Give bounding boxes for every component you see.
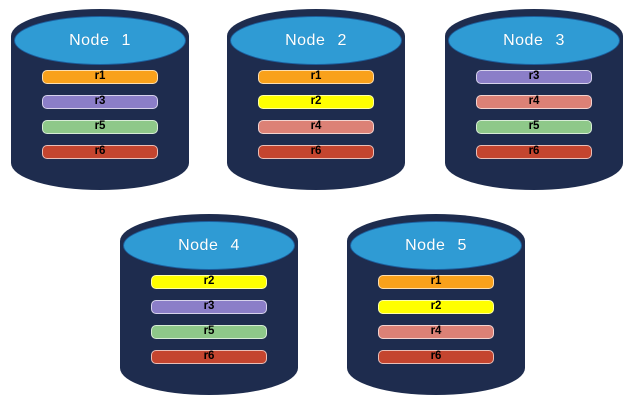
partition-list: r1 r3 r5 r6 [42,70,158,159]
partition-bar: r3 [151,300,267,314]
partition-label: r4 [528,95,540,108]
partition-bar: r2 [378,300,494,314]
partition-label: r2 [430,300,442,313]
partition-label: r2 [203,275,215,288]
partition-bar: r5 [476,120,592,134]
node-title: Node 4 [178,236,240,254]
cylinder-top: Node 1 [14,16,186,65]
node-title: Node 5 [405,236,467,254]
partition-label: r6 [203,350,215,363]
node-title: Node 1 [69,31,131,49]
partition-bar: r3 [42,95,158,109]
partition-bar: r1 [258,70,374,84]
node-cylinder-4: Node 4 r2 r3 r5 r6 [120,214,298,395]
partition-bar: r1 [378,275,494,289]
cylinder-top: Node 3 [448,16,620,65]
partition-label: r3 [203,300,215,313]
partition-bar: r5 [151,325,267,339]
partition-bar: r4 [476,95,592,109]
partition-label: r5 [94,120,106,133]
partition-bar: r6 [151,350,267,364]
partition-bar: r5 [42,120,158,134]
node-cylinder-1: Node 1 r1 r3 r5 r6 [11,9,189,190]
cylinder-top: Node 4 [123,221,295,270]
node-cylinder-3: Node 3 r3 r4 r5 r6 [445,9,623,190]
partition-bar: r6 [42,145,158,159]
node-title: Node 3 [503,31,565,49]
partition-bar: r2 [258,95,374,109]
partition-label: r6 [310,145,322,158]
partition-label: r6 [528,145,540,158]
partition-label: r1 [430,275,442,288]
partition-label: r3 [528,70,540,83]
partition-label: r2 [310,95,322,108]
partition-bar: r4 [258,120,374,134]
cylinder-top: Node 5 [350,221,522,270]
partition-label: r6 [94,145,106,158]
partition-label: r3 [94,95,106,108]
partition-label: r5 [528,120,540,133]
partition-label: r6 [430,350,442,363]
partition-bar: r2 [151,275,267,289]
partition-bar: r3 [476,70,592,84]
partition-list: r1 r2 r4 r6 [378,275,494,364]
node-cylinder-2: Node 2 r1 r2 r4 r6 [227,9,405,190]
node-title: Node 2 [285,31,347,49]
partition-bar: r6 [476,145,592,159]
partition-list: r2 r3 r5 r6 [151,275,267,364]
partition-bar: r4 [378,325,494,339]
node-cylinder-5: Node 5 r1 r2 r4 r6 [347,214,525,395]
cylinder-top: Node 2 [230,16,402,65]
partition-label: r1 [310,70,322,83]
partition-list: r3 r4 r5 r6 [476,70,592,159]
partition-bar: r1 [42,70,158,84]
partition-list: r1 r2 r4 r6 [258,70,374,159]
partition-bar: r6 [378,350,494,364]
partition-label: r4 [310,120,322,133]
partition-label: r1 [94,70,106,83]
partition-bar: r6 [258,145,374,159]
partition-label: r5 [203,325,215,338]
partition-label: r4 [430,325,442,338]
